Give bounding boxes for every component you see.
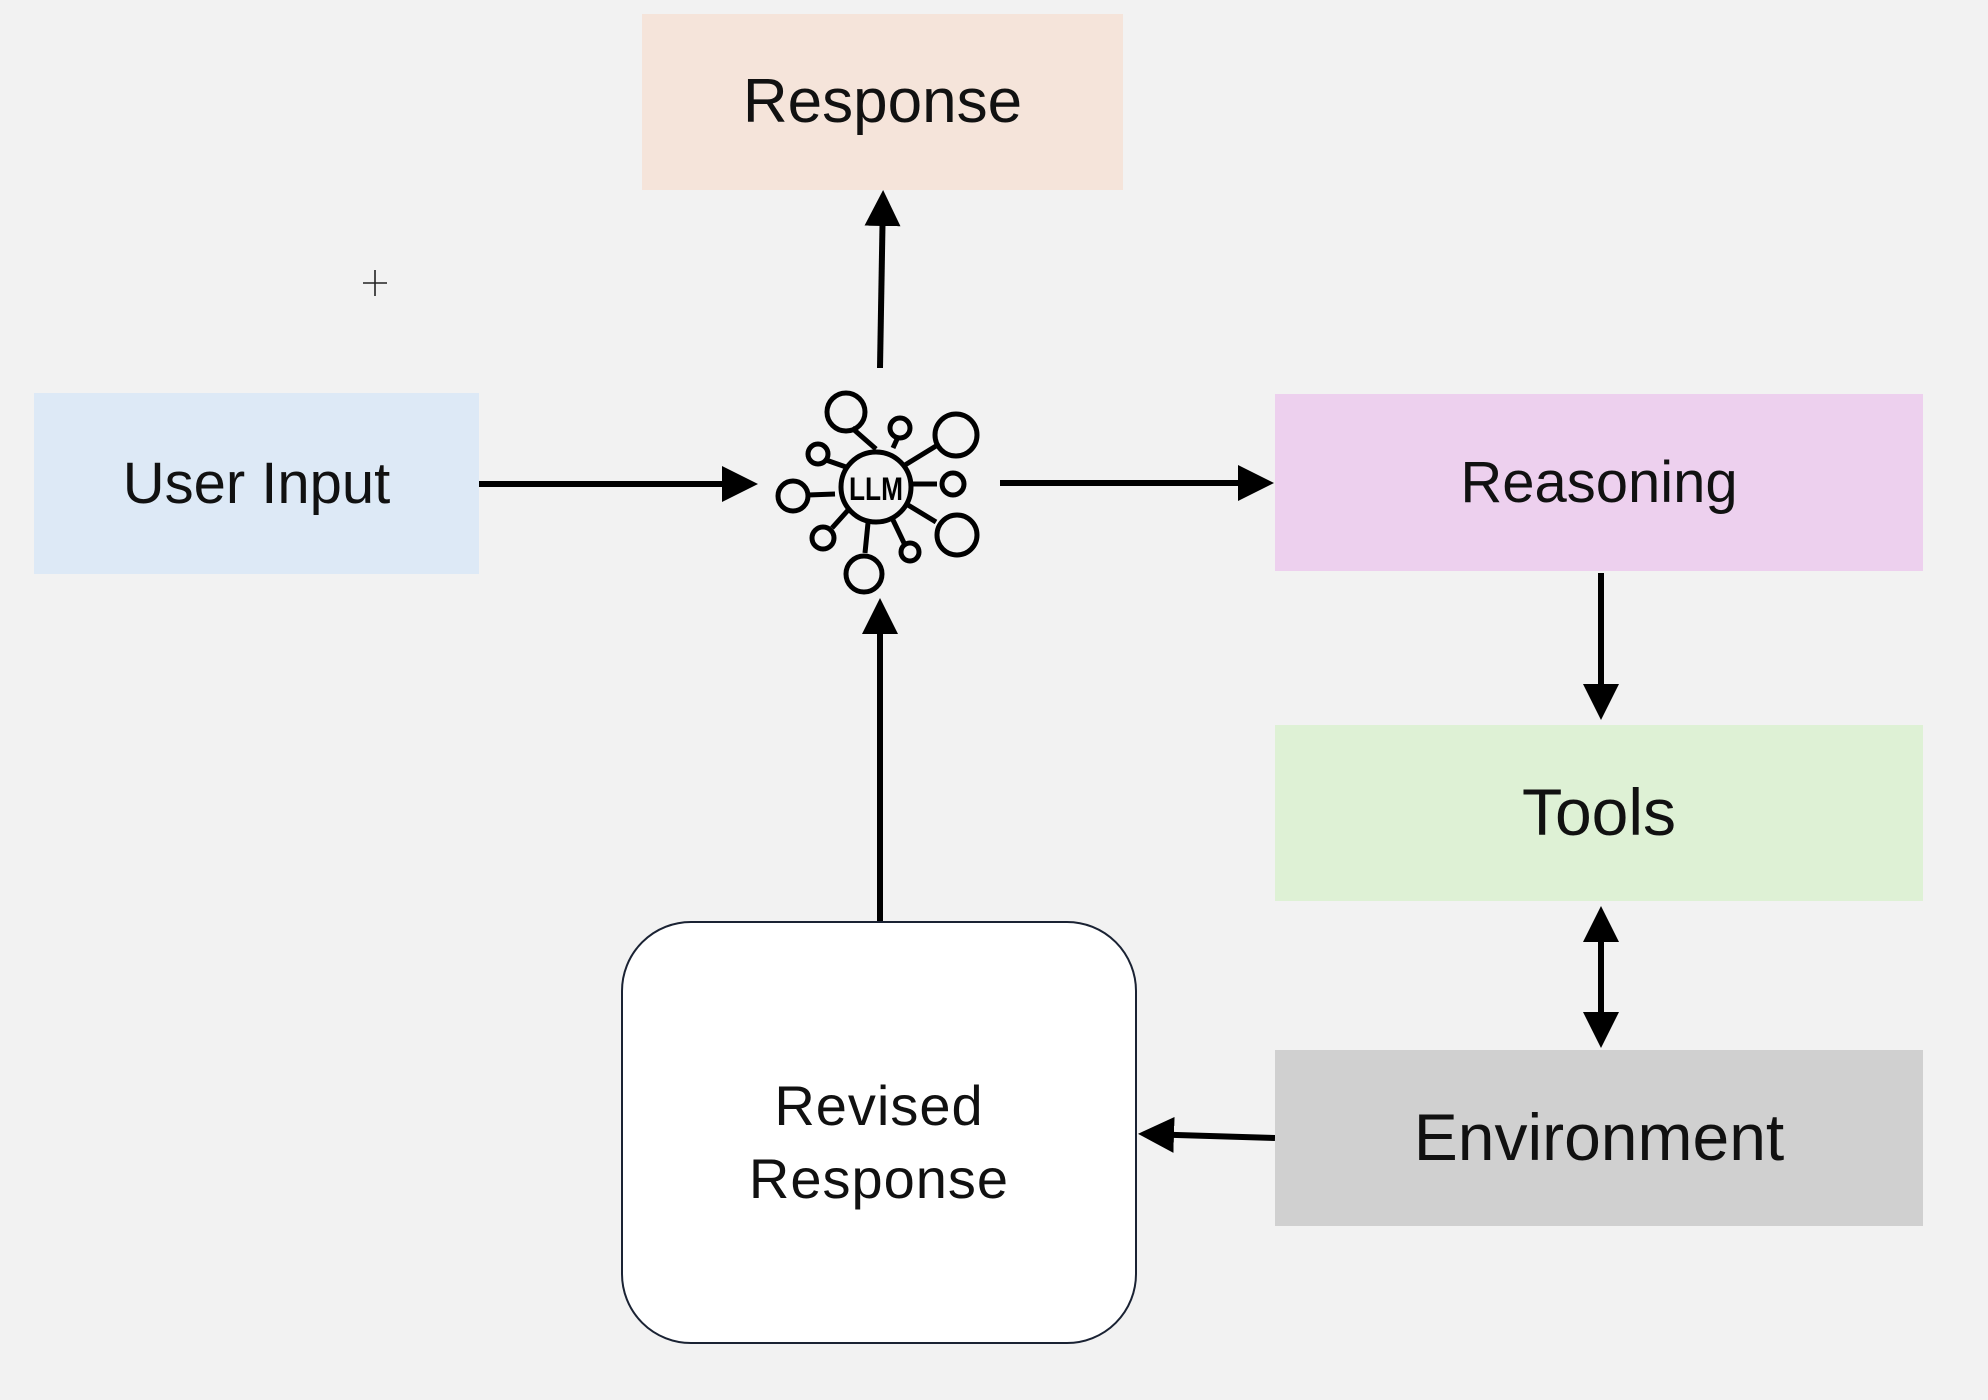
user-input-box: User Input (34, 393, 479, 574)
environment-box: Environment (1275, 1050, 1923, 1226)
crosshair-cursor-icon (363, 270, 387, 296)
revised-response-box: Revised Response (621, 921, 1137, 1344)
revised-response-line1: Revised (774, 1073, 984, 1137)
arrow-llm-to-response (864, 190, 901, 369)
response-box: Response (642, 14, 1123, 190)
reasoning-box: Reasoning (1275, 394, 1923, 571)
tools-box: Tools (1275, 725, 1923, 901)
llm-network-icon (775, 390, 980, 595)
revised-response-line2: Response (748, 1146, 1010, 1210)
arrow-environment-to-revised-response (1138, 1116, 1276, 1153)
llm-label: LLM (849, 471, 903, 507)
